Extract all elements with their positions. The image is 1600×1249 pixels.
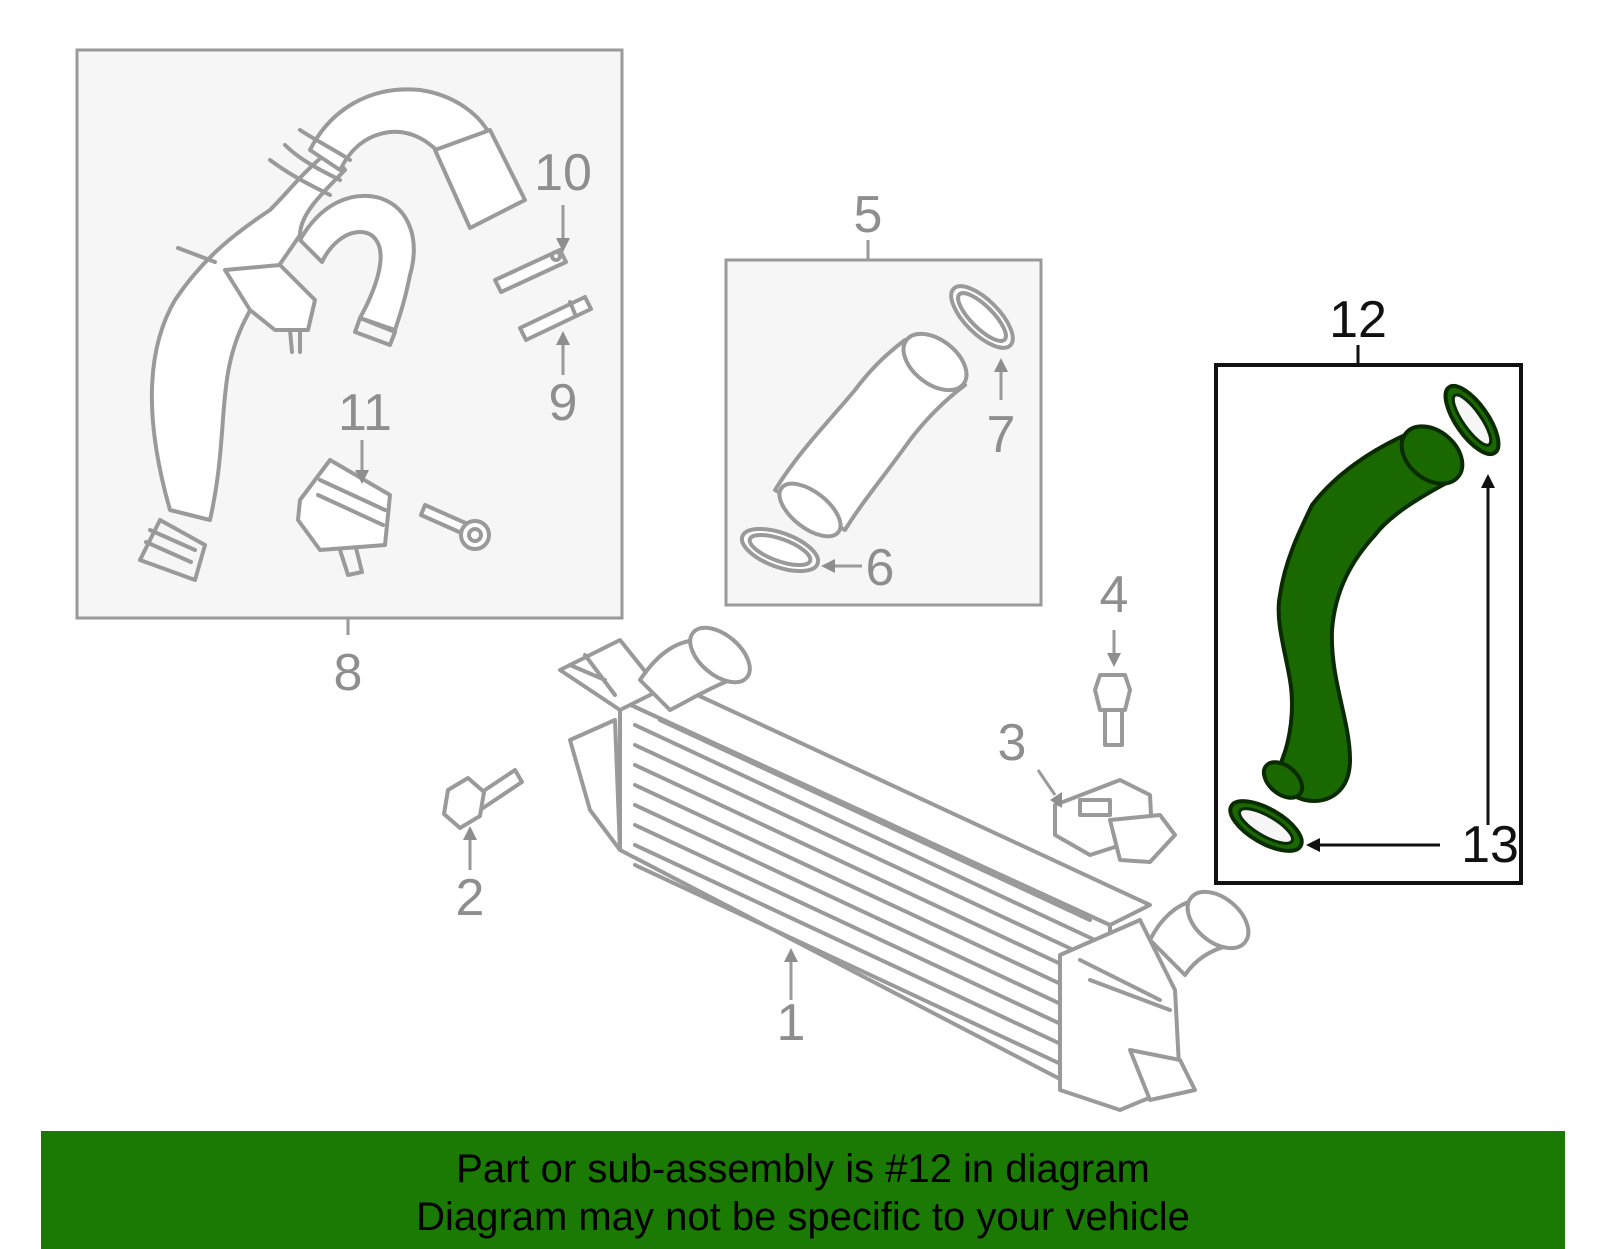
part-13-clamp-lower[interactable] [1223, 791, 1309, 860]
callout-9: 9 [549, 374, 578, 432]
part-7-clamp[interactable] [942, 277, 1023, 358]
part-10-pin[interactable] [493, 248, 568, 294]
part-1-intercooler[interactable] [558, 617, 1259, 1112]
callout-6: 6 [866, 539, 895, 597]
part-3-sensor[interactable] [1053, 778, 1177, 864]
part-12-hose[interactable] [1257, 415, 1473, 805]
callout-5: 5 [854, 186, 883, 244]
callout-3: 3 [998, 714, 1027, 772]
callout-7: 7 [987, 406, 1016, 464]
banner-line-2: Diagram may not be specific to your vehi… [416, 1195, 1190, 1239]
panel-8-bolt[interactable] [419, 503, 491, 551]
callout-13: 13 [1461, 816, 1519, 874]
part-8-intake-duct[interactable] [138, 87, 527, 582]
part-11-sensor[interactable] [296, 458, 392, 577]
info-banner: Part or sub-assembly is #12 in diagram D… [41, 1131, 1565, 1249]
group-12-panel [1214, 363, 1523, 885]
callout-2: 2 [456, 869, 485, 927]
callout-11: 11 [338, 384, 392, 442]
callout-4: 4 [1100, 566, 1129, 624]
part-2-bolt[interactable] [442, 768, 524, 830]
part-4-bolt[interactable] [1093, 673, 1132, 747]
part-13-clamp-upper[interactable] [1436, 378, 1508, 462]
part-9-pin[interactable] [518, 295, 593, 342]
callout-1: 1 [777, 994, 806, 1052]
part-6-clamp[interactable] [737, 520, 824, 579]
callout-8: 8 [334, 644, 363, 702]
banner-line-1: Part or sub-assembly is #12 in diagram [456, 1147, 1150, 1191]
callout-12: 12 [1329, 291, 1387, 349]
part-5-hose[interactable] [771, 322, 977, 546]
callout-10: 10 [534, 144, 592, 202]
